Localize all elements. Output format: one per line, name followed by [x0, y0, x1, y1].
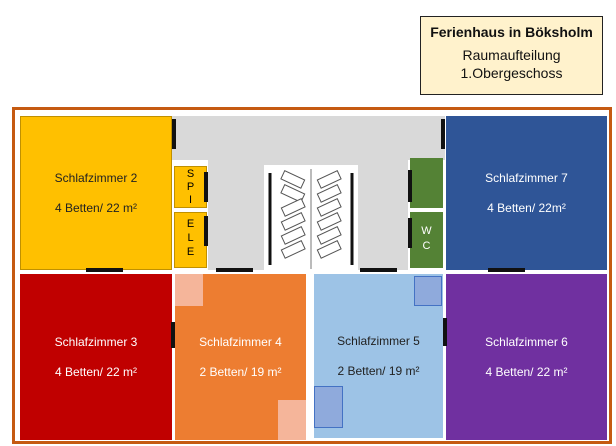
door — [408, 170, 412, 202]
room-name: Schlafzimmer 5 — [337, 334, 420, 348]
bed-marker — [314, 386, 343, 428]
room-info: 4 Betten/ 22 m² — [485, 365, 568, 379]
room-name: Schlafzimmer 3 — [54, 335, 138, 349]
staircase — [264, 165, 358, 270]
door — [86, 268, 123, 272]
room-schlafzimmer-2: Schlafzimmer 2 4 Betten/ 22 m² — [20, 116, 172, 270]
title: Ferienhaus in Böksholm — [430, 24, 593, 40]
door — [441, 119, 445, 149]
wc-letter: W — [421, 225, 432, 237]
room-name: Schlafzimmer 6 — [485, 335, 568, 349]
door — [204, 172, 208, 202]
corridor — [172, 116, 445, 160]
room-name: Schlafzimmer 2 — [54, 171, 138, 185]
room-name: Schlafzimmer 4 — [199, 335, 282, 349]
room-schlafzimmer-7: Schlafzimmer 7 4 Betten/ 22m² — [446, 116, 607, 270]
spiele-letter: P — [186, 181, 195, 193]
room-info: 2 Betten/ 19 m² — [199, 365, 282, 379]
wc-letter: C — [422, 240, 431, 252]
room-schlafzimmer-6: Schlafzimmer 6 4 Betten/ 22 m² — [446, 274, 607, 440]
bed-marker — [175, 274, 203, 306]
door — [408, 218, 412, 248]
room-info: 2 Betten/ 19 m² — [337, 364, 420, 378]
door — [172, 119, 176, 149]
room-info: 4 Betten/ 22 m² — [54, 201, 138, 215]
room-name: Schlafzimmer 7 — [485, 171, 568, 185]
floor-label: 1.Obergeschoss — [460, 65, 563, 81]
door — [216, 268, 253, 272]
room-info: 4 Betten/ 22 m² — [54, 365, 138, 379]
door — [204, 216, 208, 246]
wc-room-top — [410, 158, 443, 208]
room-info: 4 Betten/ 22m² — [487, 201, 566, 215]
spiele-letter: S — [186, 168, 195, 180]
door — [443, 318, 447, 346]
spiele-letter: E — [186, 246, 195, 258]
title-box: Ferienhaus in Böksholm Raumaufteilung 1.O… — [420, 16, 603, 95]
spiele-letter: E — [186, 218, 195, 230]
subtitle: Raumaufteilung — [462, 47, 561, 63]
bed-marker — [278, 400, 306, 440]
door — [360, 268, 397, 272]
bed-marker — [414, 276, 442, 306]
spiele-letter: L — [187, 232, 194, 244]
staircase-icon — [268, 169, 354, 269]
room-schlafzimmer-3: Schlafzimmer 3 4 Betten/ 22 m² — [20, 274, 172, 440]
door — [488, 268, 525, 272]
spiele-letter: I — [188, 194, 193, 206]
door — [171, 322, 175, 348]
